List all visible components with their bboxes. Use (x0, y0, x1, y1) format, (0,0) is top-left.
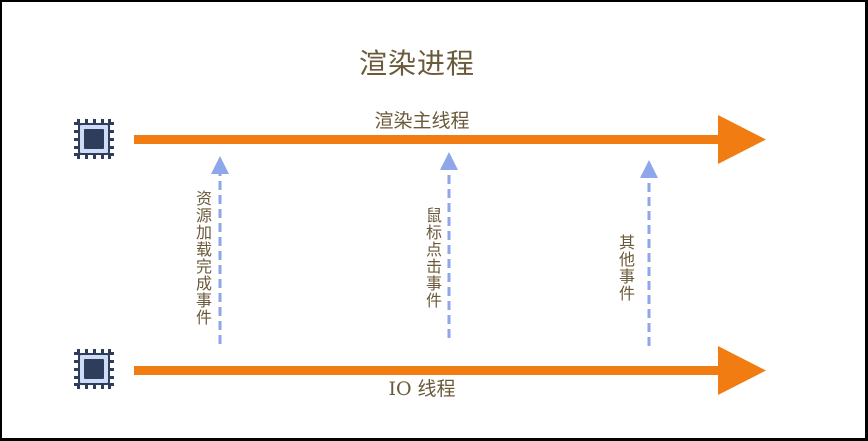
event-arrow-other (640, 160, 658, 346)
io-thread-label: IO 线程 (388, 378, 456, 400)
event-arrow-mouse-click (440, 152, 458, 338)
event-label-other: 其他事件 (616, 234, 635, 302)
io-thread-arrow (134, 346, 766, 395)
main-thread-cpu-icon (73, 118, 115, 160)
diagram-title: 渲染进程 (358, 47, 475, 80)
event-arrow-resource-loaded (211, 156, 229, 344)
main-thread-label: 渲染主线程 (374, 110, 470, 132)
io-thread-cpu-icon (73, 348, 115, 390)
main-thread-arrow (134, 115, 766, 164)
event-label-mouse-click: 鼠标点击事件 (423, 207, 442, 309)
event-label-resource-loaded: 资源加载完成事件 (193, 190, 212, 326)
